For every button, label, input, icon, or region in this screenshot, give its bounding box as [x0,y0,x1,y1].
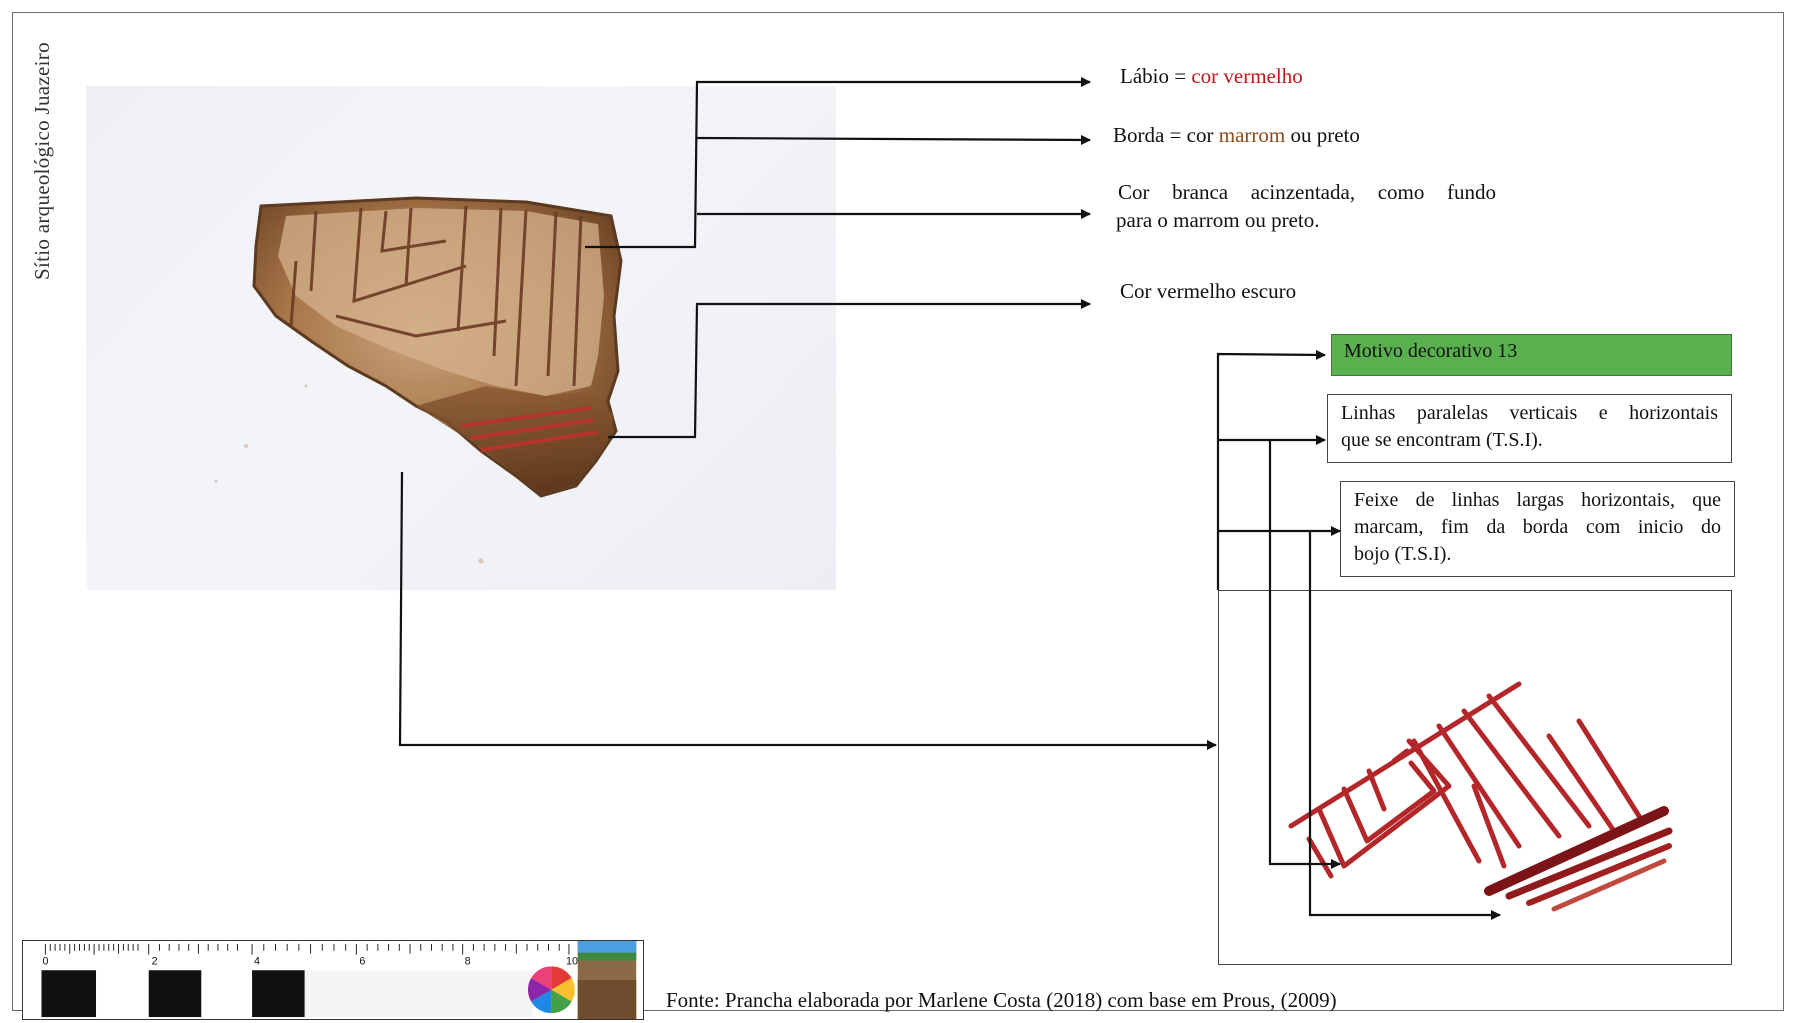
motif-title: Motivo decorativo 13 [1344,340,1518,362]
motif-title-box: Motivo decorativo 13 [1331,334,1732,376]
sherd-image [214,196,623,564]
branca-label: Cor branca acinzentada, como fundo [1118,178,1496,206]
source-caption: Fonte: Prancha elaborada por Marlene Cos… [666,988,1337,1012]
motif-drawing-frame [1218,590,1732,965]
labio-prefix: Lábio = [1120,64,1192,88]
scale-number-2: 2 [152,955,158,967]
desc2-line-3: bojo (T.S.I). [1354,543,1452,565]
scale-number-10: 10 [566,955,578,967]
desc1-line-1: Linhas paralelas verticais e horizontais [1341,402,1718,424]
sherd-photo [86,86,836,590]
borda-label: Borda = cor marrom ou preto [1113,121,1360,149]
description-box-1: Linhas paralelas verticais e horizontais… [1327,394,1732,463]
labio-label: Lábio = cor vermelho [1120,62,1303,90]
vermelho-escuro-label: Cor vermelho escuro [1120,279,1297,303]
borda-suffix: ou preto [1285,123,1360,147]
scale-number-8: 8 [465,955,471,967]
plate-frame [12,12,1784,1011]
branca-label-line2: para o marrom ou preto. [1116,208,1320,232]
borda-color: marrom [1218,123,1286,147]
branca-line-1: Cor branca acinzentada, como fundo [1118,180,1496,204]
scale-number-4: 4 [254,955,260,967]
motif-drawing [1288,681,1673,912]
scale-number-0: 0 [42,955,48,967]
desc1-line-2: que se encontram (T.S.I). [1341,429,1543,451]
scale-number-6: 6 [359,955,365,967]
borda-prefix: Borda = cor [1113,123,1219,147]
description-box-2: Feixe de linhas largas horizontais, que … [1340,481,1735,577]
site-title: Sítio arqueológico Juazeiro [30,42,54,280]
color-wheel-icon [527,966,575,1014]
scale-ruler: 0 2 4 6 8 10 [41,941,637,1019]
desc2-line-1: Feixe de linhas largas horizontais, que [1354,489,1721,511]
photo-scale-bar: 0 2 4 6 8 10 [22,940,644,1020]
labio-color: cor vermelho [1191,64,1303,88]
desc2-line-2: marcam, fim da borda com inicio do [1354,516,1721,538]
